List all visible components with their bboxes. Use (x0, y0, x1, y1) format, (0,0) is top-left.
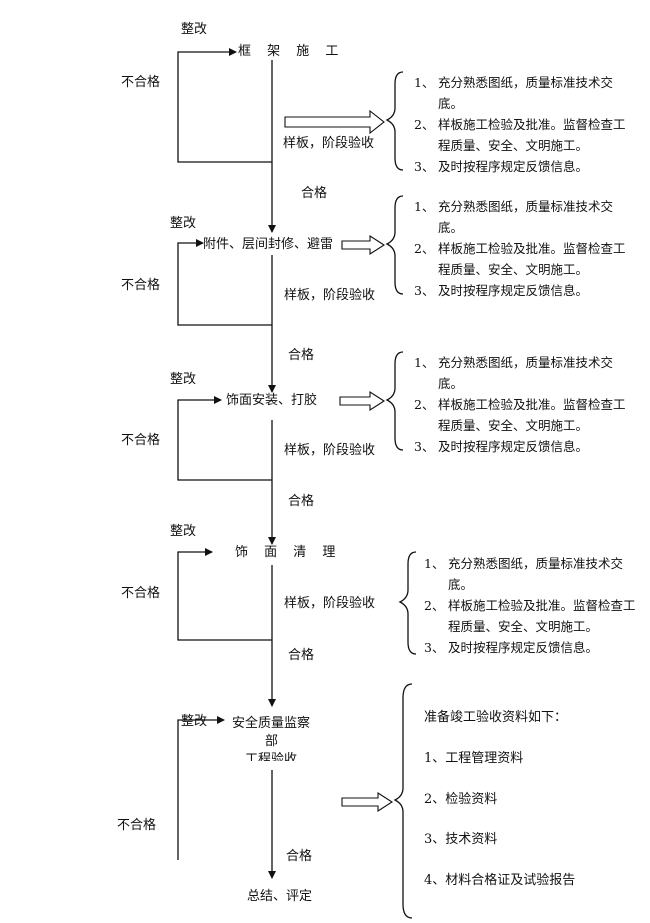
note-text: 充分熟悉图纸，质量标准技术交 (438, 199, 614, 214)
task-label-2: 附件、层间封修、避雷 (203, 237, 334, 252)
reject-label-4: 不合格 (121, 586, 161, 601)
note-num: 1、 (414, 199, 435, 214)
final-note-item: 2、检验资料 (424, 792, 498, 807)
note-num: 2、 (414, 397, 435, 412)
hollow-arrow-1 (284, 109, 385, 135)
hollow-arrow-2 (341, 234, 386, 256)
feedback-loop-3 (177, 396, 272, 481)
check-label-2: 样板，阶段验收 (284, 288, 376, 303)
note-text: 样板施工检验及批准。监督检查工 (438, 397, 626, 412)
brace-2 (385, 195, 404, 295)
note-cont: 程质量、安全、文明施工。 (438, 138, 589, 153)
rectify-label-1: 整改 (181, 22, 208, 37)
final-task-line-1: 安全质量监察 (232, 716, 311, 731)
hollow-arrow-3 (339, 390, 386, 412)
note-num: 1、 (414, 355, 435, 370)
note-cont: 底。 (448, 577, 474, 592)
note-num: 1、 (414, 75, 435, 90)
note-text: 样板施工检验及批准。监督检查工 (448, 598, 636, 613)
final-task-line-3: 工程验收 (245, 752, 298, 761)
brace-5 (393, 683, 413, 919)
final-note-item: 3、技术资料 (424, 832, 498, 847)
task-label-3: 饰面安装、打胶 (226, 393, 318, 408)
note-num: 1、 (424, 556, 445, 571)
hollow-arrow-5 (341, 791, 394, 813)
rectify-label-4: 整改 (170, 524, 197, 539)
reject-label-5: 不合格 (117, 818, 157, 833)
feedback-loop-4 (177, 548, 272, 641)
note-block-2: 1、充分熟悉图纸，质量标准技术交 底。 2、样板施工检验及批准。监督检查工 程质… (414, 196, 646, 301)
pass-label-5: 合格 (286, 849, 313, 864)
note-text: 充分熟悉图纸，质量标准技术交 (448, 556, 624, 571)
check-label-3: 样板，阶段验收 (284, 443, 376, 458)
note-cont: 底。 (438, 220, 464, 235)
final-note-item: 1、工程管理资料 (424, 751, 524, 766)
note-text: 样板施工检验及批准。监督检查工 (438, 117, 626, 132)
task-label-4: 饰 面 清 理 (235, 545, 342, 560)
reject-label-2: 不合格 (121, 278, 161, 293)
task-label-1: 框 架 施 工 (238, 44, 345, 59)
pass-label-3: 合格 (288, 494, 315, 509)
final-task-line-2: 部 (265, 734, 279, 749)
check-label-4: 样板，阶段验收 (284, 596, 376, 611)
pass-label-2: 合格 (288, 348, 315, 363)
note-num: 3、 (414, 439, 435, 454)
note-text: 及时按程序规定反馈信息。 (438, 283, 589, 298)
rectify-label-5: 整改 (181, 714, 208, 729)
note-block-3: 1、充分熟悉图纸，质量标准技术交 底。 2、样板施工检验及批准。监督检查工 程质… (414, 352, 646, 457)
end-label: 总结、评定 (247, 889, 313, 904)
feedback-loop-2 (177, 239, 272, 326)
note-text: 充分熟悉图纸，质量标准技术交 (438, 355, 614, 370)
reject-label-3: 不合格 (121, 433, 161, 448)
note-num: 2、 (414, 241, 435, 256)
note-cont: 程质量、安全、文明施工。 (448, 619, 599, 634)
note-cont: 程质量、安全、文明施工。 (438, 418, 589, 433)
note-text: 及时按程序规定反馈信息。 (448, 640, 599, 655)
reject-label-1: 不合格 (121, 75, 161, 90)
rectify-label-3: 整改 (170, 372, 197, 387)
pass-label-4: 合格 (288, 648, 315, 663)
note-cont: 底。 (438, 96, 464, 111)
note-num: 3、 (414, 283, 435, 298)
note-cont: 程质量、安全、文明施工。 (438, 262, 589, 277)
note-text: 及时按程序规定反馈信息。 (438, 159, 589, 174)
final-note-item: 4、材料合格证及试验报告 (424, 873, 576, 888)
brace-3 (385, 351, 404, 451)
rectify-label-2: 整改 (170, 216, 197, 231)
note-num: 3、 (424, 640, 445, 655)
note-text: 及时按程序规定反馈信息。 (438, 439, 589, 454)
note-block-1: 1、充分熟悉图纸，质量标准技术交 底。 2、样板施工检验及批准。监督检查工 程质… (414, 72, 646, 177)
brace-4 (398, 551, 417, 655)
note-block-4: 1、充分熟悉图纸，质量标准技术交 底。 2、样板施工检验及批准。监督检查工 程质… (424, 553, 648, 658)
feedback-loop-5 (177, 716, 225, 860)
note-num: 2、 (424, 598, 445, 613)
note-text: 充分熟悉图纸，质量标准技术交 (438, 75, 614, 90)
note-cont: 底。 (438, 376, 464, 391)
pass-label-1: 合格 (301, 186, 328, 201)
feedback-loop-1 (177, 48, 272, 163)
note-num: 2、 (414, 117, 435, 132)
note-text: 样板施工检验及批准。监督检查工 (438, 241, 626, 256)
final-notes-title: 准备竣工验收资料如下： (424, 710, 568, 725)
check-label-1: 样板，阶段验收 (283, 136, 375, 151)
brace-1 (385, 71, 404, 171)
note-num: 3、 (414, 159, 435, 174)
